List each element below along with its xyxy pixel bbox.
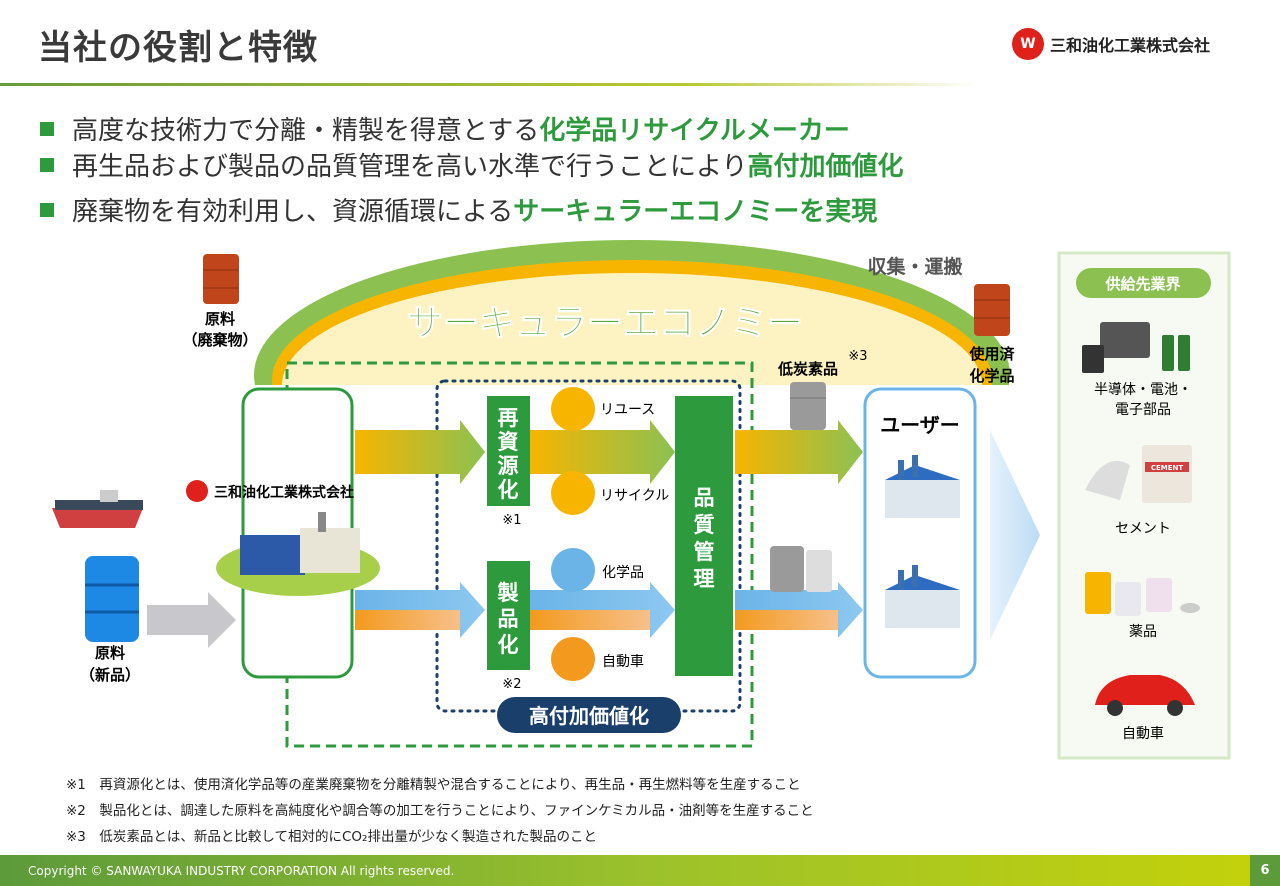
cement-icon (1085, 445, 1192, 503)
bar-char: 化 (498, 633, 519, 657)
bar-char: 製 (497, 581, 519, 605)
bar-char: 質 (694, 513, 715, 537)
recycle-icon (551, 471, 595, 515)
bullet-1: 高度な技術力で分離・精製を得意とする化学品リサイクルメーカー (40, 110, 850, 147)
bullet-square-icon (40, 157, 54, 172)
user-factory-icon (885, 455, 960, 518)
bullet-square-icon (40, 202, 54, 217)
bar-char: 管 (694, 540, 715, 564)
recycle-process-bar (487, 396, 530, 506)
user-label: ユーザー (880, 413, 960, 437)
supply-title-badge (1076, 268, 1211, 298)
supply-chevron (990, 430, 1040, 640)
footer: Copyright © SANWAYUKA INDUSTRY CORPORATI… (0, 855, 1280, 886)
reuse-label: リユース (600, 402, 655, 418)
diagram-company-name: 三和油化工業株式会社 (214, 484, 354, 501)
bullet-emphasis: 化学品リサイクルメーカー (539, 116, 850, 146)
value-added-label: 高付加価値化 (529, 704, 649, 728)
bullet-emphasis: 高付加価値化 (747, 152, 904, 182)
cement-bag-label: CEMENT (1151, 464, 1184, 472)
waste-drum-icon (203, 254, 239, 304)
footnote-1: ※1 再資源化とは、使用済化学品等の産業廃棄物を分離精製や混合することにより、再… (66, 777, 801, 793)
used-chem-sub: 化学品 (969, 367, 1014, 385)
recycle-label: リサイクル (600, 488, 669, 504)
company-logo: W 三和油化工業株式会社 (1012, 28, 1210, 60)
bar-char: 理 (694, 567, 715, 591)
company-name: 三和油化工業株式会社 (1050, 36, 1211, 55)
footnotes: ※1 再資源化とは、使用済化学品等の産業廃棄物を分離精製や混合することにより、再… (66, 772, 814, 850)
red-car-icon (1095, 675, 1195, 716)
footnote-2: ※2 製品化とは、調達した原料を高純度化や調合等の加工を行うことにより、ファイン… (66, 803, 814, 819)
supply-semiconductor: 半導体・電池・ (1094, 382, 1192, 398)
quality-control-bar (675, 396, 733, 676)
title-divider (0, 83, 980, 86)
electronics-icon (1082, 322, 1190, 373)
recycle-flow-arrow (355, 420, 863, 484)
drum-can-icon (770, 546, 832, 592)
bar-char: 化 (498, 478, 519, 502)
input-arrow (147, 592, 236, 648)
note2-mark: ※2 (502, 677, 521, 692)
supply-medicine: 薬品 (1129, 624, 1157, 640)
medicine-icon (1085, 572, 1200, 616)
footnote-3: ※3 低炭素品とは、新品と比較して相対的にCO₂排出量が少なく製造された製品のこ… (66, 829, 597, 845)
note1-mark: ※1 (502, 513, 521, 528)
raw-waste-label: 原料 (205, 310, 235, 328)
raw-new-sub: （新品） (80, 666, 140, 684)
ship-icon (52, 490, 143, 528)
copyright: Copyright © SANWAYUKA INDUSTRY CORPORATI… (28, 863, 455, 878)
low-carbon-label: 低炭素品 (777, 360, 838, 378)
bar-char: 資 (498, 430, 519, 454)
product-process-bar (487, 561, 530, 670)
new-drum-icon (85, 556, 139, 642)
collect-label: 収集・運搬 (867, 255, 962, 278)
bullet-2: 再生品および製品の品質管理を高い水準で行うことにより高付加価値化 (40, 146, 904, 183)
company-logo-icon (186, 480, 208, 502)
company-logo-icon: W (1012, 28, 1044, 60)
flask-icon (551, 548, 595, 592)
page-title: 当社の役割と特徴 (38, 28, 318, 68)
product-flow-arrow (355, 582, 863, 638)
raw-new-label: 原料 (95, 644, 125, 662)
user-factory-icon (885, 565, 960, 628)
circular-economy-diagram: サーキュラーエコノミー 収集・運搬 原料 （廃棄物） 使用済 化学品 ユーザー … (52, 240, 1231, 760)
bar-char: 品 (694, 486, 715, 510)
bullet-text: 高度な技術力で分離・精製を得意とする (72, 116, 540, 146)
note3-mark: ※3 (848, 349, 867, 364)
used-chem-label: 使用済 (968, 345, 1015, 363)
supply-title: 供給先業界 (1104, 275, 1180, 293)
supply-electronics: 電子部品 (1115, 402, 1171, 418)
bar-char: 再 (498, 406, 519, 430)
car-label: 自動車 (602, 653, 644, 670)
used-drum-icon (974, 284, 1010, 336)
bar-char: 品 (498, 607, 519, 631)
car-icon (551, 637, 595, 681)
circular-economy-label: サーキュラーエコノミー (407, 303, 803, 344)
gray-drum-icon (790, 382, 826, 430)
bullet-3: 廃棄物を有効利用し、資源循環によるサーキュラーエコノミーを実現 (40, 191, 877, 228)
supply-automobile: 自動車 (1122, 725, 1164, 742)
page-number: 6 (1250, 855, 1280, 886)
supply-cement: セメント (1115, 521, 1171, 537)
company-factory-icon (216, 512, 380, 596)
bullet-square-icon (40, 121, 54, 136)
bullet-text: 廃棄物を有効利用し、資源循環による (72, 197, 514, 227)
bar-char: 源 (498, 454, 519, 478)
bullet-emphasis: サーキュラーエコノミーを実現 (513, 197, 878, 227)
reuse-icon (551, 387, 595, 431)
chemical-label: 化学品 (602, 565, 644, 581)
bullet-text: 再生品および製品の品質管理を高い水準で行うことにより (72, 152, 748, 182)
value-added-badge (497, 697, 681, 733)
raw-waste-sub: （廃棄物） (182, 331, 257, 349)
